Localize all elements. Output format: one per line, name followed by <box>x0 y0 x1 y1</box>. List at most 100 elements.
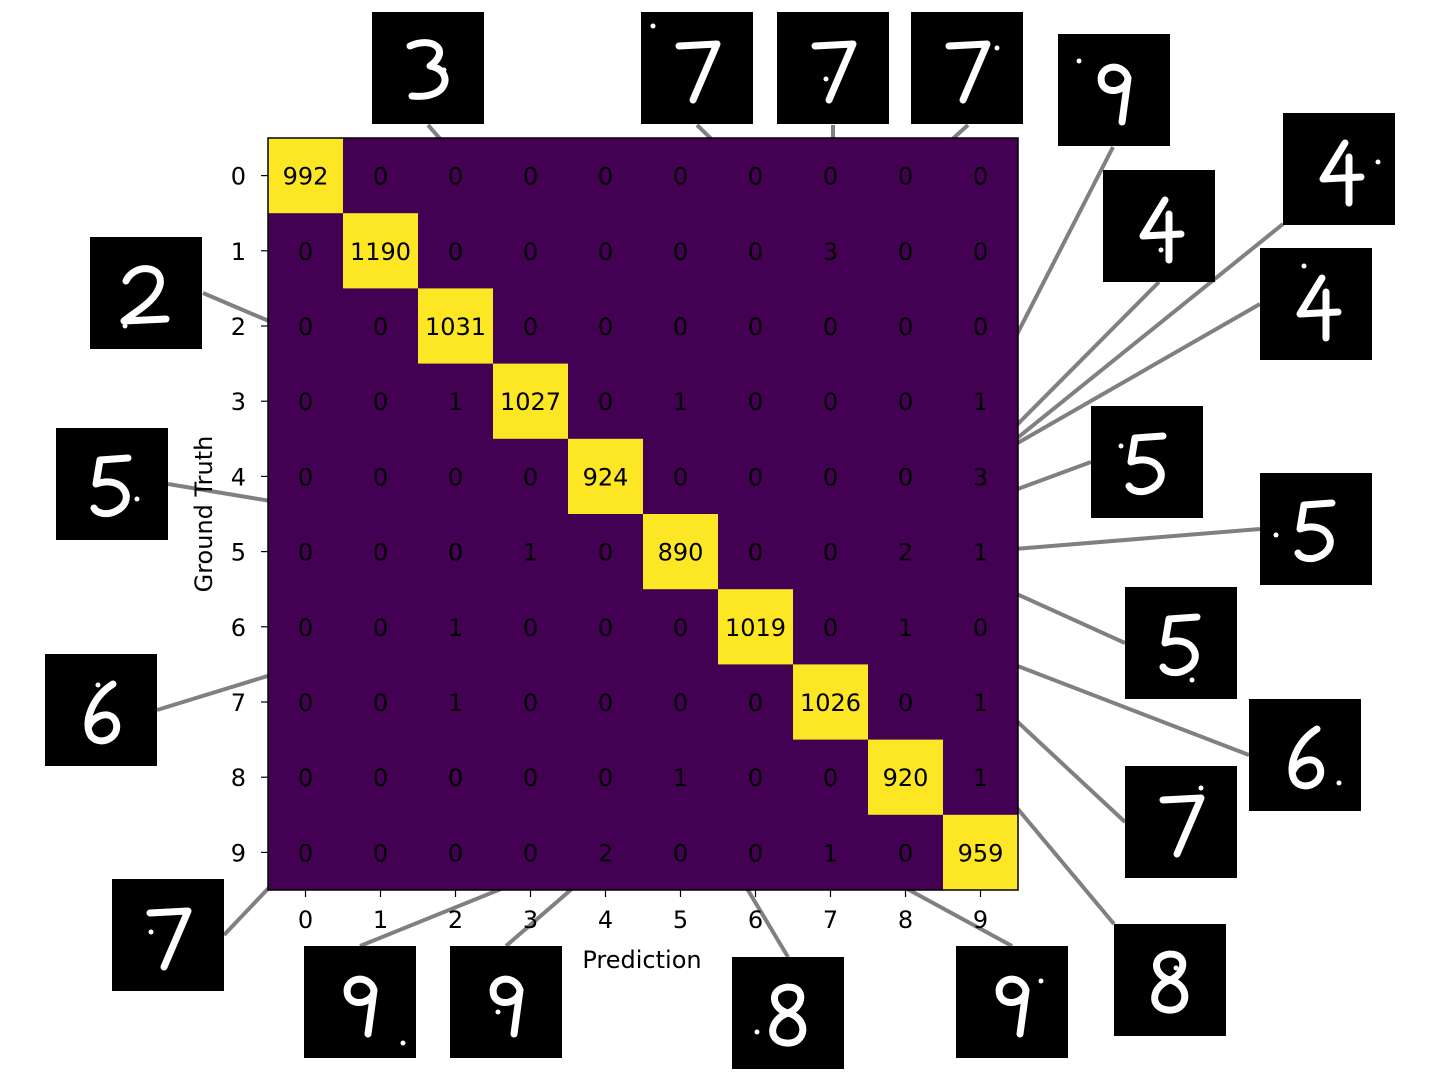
y-tick-label: 0 <box>231 163 246 191</box>
cell-value-label: 0 <box>748 839 763 867</box>
cell-value-label: 0 <box>748 463 763 491</box>
heatmap-cell <box>343 363 419 440</box>
thumbnail-background <box>1283 113 1395 225</box>
cell-value-label: 0 <box>373 463 388 491</box>
cell-value-label: 0 <box>523 689 538 717</box>
heatmap-cell <box>493 814 569 891</box>
heatmap-cell <box>718 739 794 816</box>
cell-value-label: 0 <box>523 764 538 792</box>
thumbnail-background <box>45 654 157 766</box>
heatmap-cells <box>268 138 1019 891</box>
cell-value-label: 0 <box>673 313 688 341</box>
cell-value-label: 0 <box>973 163 988 191</box>
heatmap-cell <box>568 664 644 741</box>
x-tick-label: 9 <box>973 906 988 934</box>
handwritten-digit-7-icon <box>1159 794 1205 858</box>
heatmap-cell <box>868 589 944 665</box>
heatmap-cell <box>718 288 794 365</box>
handwritten-digit-7-icon <box>146 907 192 971</box>
heatmap-cell <box>643 739 719 816</box>
noise-speck <box>1375 159 1381 165</box>
y-tick-label: 6 <box>231 614 246 642</box>
heatmap-cell <box>343 288 419 365</box>
heatmap-cell <box>718 363 794 440</box>
heatmap-cell <box>343 438 419 515</box>
heatmap-cell <box>343 664 419 741</box>
cell-value-label: 0 <box>748 163 763 191</box>
y-tick-label: 4 <box>231 463 246 491</box>
heatmap-cell <box>793 739 869 816</box>
heatmap-cell <box>343 589 419 665</box>
x-tick-label: 1 <box>373 906 388 934</box>
cell-value-label: 0 <box>748 388 763 416</box>
thumbnail-background <box>1249 699 1361 811</box>
heatmap-cell <box>643 288 719 365</box>
cell-value-label: 0 <box>823 388 838 416</box>
cell-value-label: 924 <box>583 463 629 491</box>
heatmap-cell <box>868 438 944 515</box>
heatmap-cell <box>868 814 944 891</box>
cell-value-label: 0 <box>448 764 463 792</box>
handwritten-digit-4-icon <box>1139 196 1185 264</box>
heatmap-cell <box>568 213 644 289</box>
y-tick-label: 1 <box>231 238 246 266</box>
cell-value-label: 0 <box>448 163 463 191</box>
handwritten-digit-9-icon <box>1097 63 1132 126</box>
cell-value-label: 0 <box>373 163 388 191</box>
cell-value-label: 0 <box>898 313 913 341</box>
handwritten-digit-7-icon <box>675 40 721 104</box>
cell-value-label: 0 <box>973 313 988 341</box>
handwritten-digit-7-icon <box>945 40 991 104</box>
heatmap-cell <box>793 438 869 515</box>
heatmap-cell <box>643 589 719 665</box>
handwritten-digit-9-icon <box>489 975 524 1038</box>
heatmap-cell <box>868 514 944 590</box>
cell-value-label: 0 <box>298 839 313 867</box>
misclassified-thumbnail <box>112 879 224 991</box>
handwritten-digit-6-icon <box>1288 725 1325 790</box>
misclassified-thumbnail <box>90 237 202 349</box>
cell-value-label: 0 <box>598 689 613 717</box>
cell-value-label: 1026 <box>800 689 861 717</box>
heatmap-cell <box>268 664 344 741</box>
heatmap-cell <box>793 514 869 590</box>
heatmap-cell <box>268 138 344 214</box>
misclassified-thumbnail <box>450 946 562 1058</box>
noise-speck <box>1198 785 1204 791</box>
noise-speck <box>1076 58 1082 64</box>
cell-value-label: 0 <box>373 614 388 642</box>
plot-frame <box>267 137 1019 891</box>
cell-value-label: 0 <box>448 238 463 266</box>
heatmap-cell <box>943 664 1019 741</box>
misclassified-thumbnail <box>1260 473 1372 585</box>
heatmap-cell <box>868 363 944 440</box>
cell-value-label: 1 <box>448 388 463 416</box>
heatmap-cell <box>643 664 719 741</box>
cell-value-label: 0 <box>598 238 613 266</box>
heatmap-cell <box>343 514 419 590</box>
heatmap-cell <box>868 213 944 289</box>
heatmap-cell <box>718 438 794 515</box>
noise-speck <box>1301 263 1307 269</box>
heatmap-cell <box>643 363 719 440</box>
heatmap-cell <box>943 814 1019 891</box>
misclassified-thumbnail <box>372 12 484 124</box>
y-axis-label: Ground Truth <box>190 436 218 593</box>
cell-value-label: 0 <box>898 238 913 266</box>
heatmap-cell <box>943 739 1019 816</box>
cell-value-label: 0 <box>898 689 913 717</box>
cell-value-label: 0 <box>898 463 913 491</box>
heatmap-cell <box>418 288 494 365</box>
cell-value-label: 3 <box>973 463 988 491</box>
heatmap-cell <box>268 814 344 891</box>
cell-value-label: 1019 <box>725 614 786 642</box>
cell-value-label: 0 <box>523 839 538 867</box>
noise-speck <box>1189 677 1195 683</box>
cell-value-label: 0 <box>673 839 688 867</box>
cell-value-label: 0 <box>298 463 313 491</box>
cell-value-label: 0 <box>523 238 538 266</box>
cell-value-label: 890 <box>658 539 704 567</box>
heatmap-cell <box>418 438 494 515</box>
noise-speck <box>122 323 128 329</box>
